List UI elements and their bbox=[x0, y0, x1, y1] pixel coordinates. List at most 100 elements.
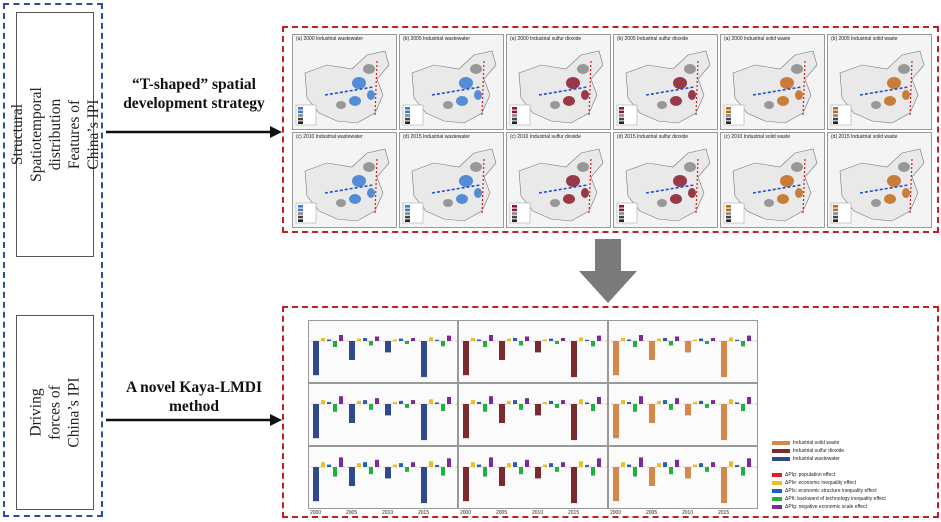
effect-bar bbox=[699, 400, 703, 404]
bar-chart bbox=[611, 396, 757, 441]
effect-bar bbox=[591, 341, 595, 347]
total-bar bbox=[499, 467, 505, 486]
decomposition-chart bbox=[308, 383, 458, 446]
effect-bar bbox=[705, 467, 709, 472]
legend-series-item: Industrial wastewater bbox=[772, 456, 840, 462]
effect-bar bbox=[507, 463, 511, 467]
legend-swatch bbox=[772, 448, 790, 453]
legend-series-item: Industrial sulfur dioxide bbox=[772, 448, 844, 454]
legend-label: Industrial wastewater bbox=[793, 456, 840, 462]
map-title: (c) 2010 Industrial solid waste bbox=[724, 134, 791, 140]
year-tick-label: 2015 bbox=[418, 510, 430, 516]
year-tick-label: 2010 bbox=[532, 510, 544, 516]
effect-bar bbox=[411, 462, 415, 467]
china-map-icon bbox=[402, 50, 497, 126]
arrow-down bbox=[579, 239, 637, 303]
effect-bar bbox=[483, 404, 487, 412]
year-tick-label: 2015 bbox=[718, 510, 730, 516]
total-bar bbox=[649, 404, 655, 423]
effect-bar bbox=[735, 339, 739, 341]
effect-bar bbox=[471, 338, 475, 341]
legend-label: ΔPIp: population effect bbox=[785, 472, 836, 478]
year-tick-label: 2005 bbox=[496, 510, 508, 516]
map-thumbnail: (c) 2010 Industrial sulfur dioxide bbox=[506, 132, 611, 228]
effect-bar bbox=[543, 464, 547, 467]
effect-bar bbox=[639, 457, 643, 467]
effect-bar bbox=[405, 341, 409, 344]
effect-bar bbox=[747, 458, 751, 467]
map-title: (a) 2000 Industrial solid waste bbox=[724, 36, 791, 42]
total-bar bbox=[385, 341, 391, 353]
year-tick-label: 2010 bbox=[382, 510, 394, 516]
total-bar bbox=[571, 341, 577, 378]
map-thumbnail: (d) 2015 Industrial solid waste bbox=[827, 132, 932, 228]
effect-bar bbox=[627, 464, 631, 467]
year-tick-label: 2000 bbox=[610, 510, 622, 516]
effect-bar bbox=[549, 338, 553, 341]
total-bar bbox=[463, 404, 469, 439]
left-frame bbox=[3, 3, 103, 517]
effect-bar bbox=[375, 459, 379, 467]
total-bar bbox=[463, 341, 469, 376]
effect-bar bbox=[393, 464, 397, 467]
effect-bar bbox=[549, 400, 553, 404]
effect-bar bbox=[393, 339, 397, 341]
map-thumbnail: (b) 2005 Industrial sulfur dioxide bbox=[613, 34, 718, 130]
china-map-icon bbox=[616, 50, 711, 126]
effect-bar bbox=[399, 400, 403, 404]
effect-bar bbox=[333, 404, 337, 412]
effect-bar bbox=[375, 398, 379, 404]
bar-chart bbox=[311, 457, 457, 504]
china-map-icon bbox=[616, 148, 711, 224]
effect-bar bbox=[585, 339, 589, 341]
bar-chart bbox=[311, 335, 457, 378]
total-bar bbox=[421, 467, 427, 504]
legend-label: ΔPIe: economic inequality effect bbox=[785, 480, 857, 486]
map-title: (c) 2010 Industrial wastewater bbox=[296, 134, 363, 140]
china-map-icon bbox=[295, 50, 390, 126]
legend-effect-item: ΔPIg: negative economic scale effect bbox=[772, 504, 867, 510]
effect-bar bbox=[399, 338, 403, 341]
effect-bar bbox=[699, 463, 703, 467]
total-bar bbox=[349, 341, 355, 360]
map-thumbnail: (c) 2010 Industrial wastewater bbox=[292, 132, 397, 228]
effect-bar bbox=[561, 338, 565, 341]
effect-bar bbox=[693, 464, 697, 467]
total-bar bbox=[685, 467, 691, 479]
effect-bar bbox=[627, 339, 631, 341]
effect-bar bbox=[657, 400, 661, 404]
effect-bar bbox=[663, 338, 667, 341]
total-bar bbox=[649, 467, 655, 486]
effect-bar bbox=[675, 459, 679, 467]
map-title: (d) 2015 Industrial sulfur dioxide bbox=[617, 134, 689, 140]
effect-bar bbox=[669, 404, 673, 410]
effect-bar bbox=[549, 463, 553, 467]
effect-bar bbox=[507, 338, 511, 341]
map-title: (b) 2005 Industrial solid waste bbox=[831, 36, 898, 42]
effect-bar bbox=[621, 338, 625, 341]
decomposition-chart bbox=[608, 383, 758, 446]
decomposition-chart bbox=[458, 320, 608, 383]
total-bar bbox=[721, 467, 727, 504]
total-bar bbox=[535, 341, 541, 353]
kaya-lmdi-label-line1: A novel Kaya-LMDI bbox=[125, 379, 263, 396]
effect-bar bbox=[405, 467, 409, 472]
total-bar bbox=[535, 467, 541, 479]
bar-chart bbox=[611, 335, 757, 378]
effect-bar bbox=[597, 458, 601, 467]
effect-bar bbox=[585, 402, 589, 404]
effect-bar bbox=[669, 467, 673, 475]
effect-bar bbox=[699, 338, 703, 341]
legend-series-item: Industrial solid waste bbox=[772, 440, 839, 446]
map-title: (c) 2010 Industrial sulfur dioxide bbox=[510, 134, 581, 140]
effect-bar bbox=[321, 462, 325, 467]
bar-chart bbox=[461, 457, 607, 504]
effect-bar bbox=[369, 404, 373, 410]
effect-bar bbox=[405, 404, 409, 408]
effect-bar bbox=[477, 402, 481, 404]
map-thumbnail: (b) 2005 Industrial wastewater bbox=[399, 34, 504, 130]
effect-bar bbox=[339, 457, 343, 467]
map-thumbnail: (a) 2000 Industrial wastewater bbox=[292, 34, 397, 130]
effect-bar bbox=[597, 335, 601, 341]
